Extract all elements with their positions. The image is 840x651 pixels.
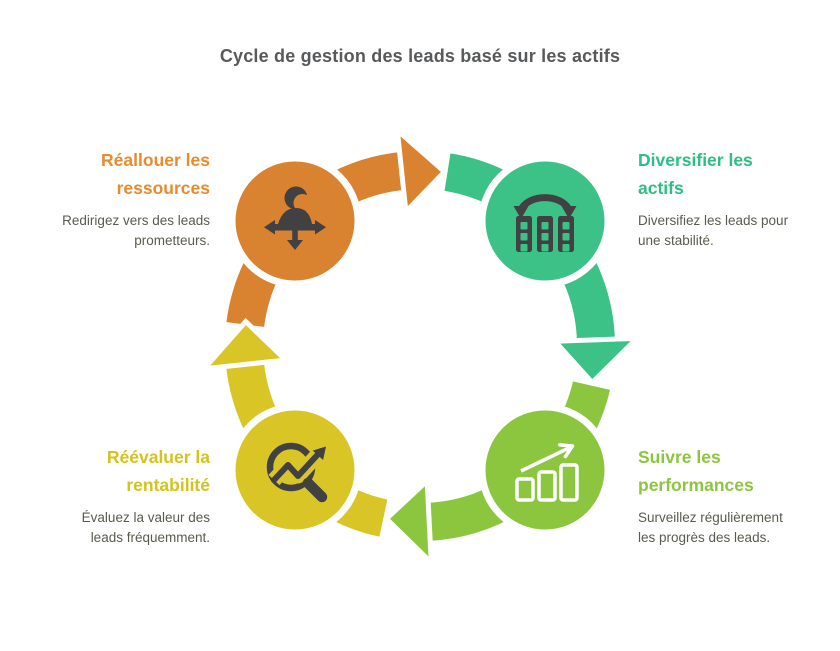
desc-line: une stabilité. <box>638 232 714 248</box>
step-reallocate-text-block: Réallouer les ressources Redirigez vers … <box>18 146 210 250</box>
desc-line: les progrès des leads. <box>638 529 771 545</box>
heading-line: rentabilité <box>126 475 210 495</box>
buildings-swap-icon <box>513 194 577 252</box>
desc-line: Surveillez régulièrement <box>638 510 783 525</box>
resource-allocation-person-icon <box>264 186 326 250</box>
step-description: Redirigez vers des leads prometteurs. <box>18 211 210 250</box>
magnifier-trend-icon <box>266 442 328 503</box>
desc-line: Redirigez vers des leads <box>62 213 210 228</box>
node-performance-circle <box>478 403 612 537</box>
desc-line: Évaluez la valeur des <box>81 510 210 525</box>
step-heading: Diversifier les actifs <box>638 146 830 202</box>
desc-line: prometteurs. <box>134 232 210 248</box>
cycle-arrowheads <box>198 124 644 569</box>
arrowhead-left-up-icon <box>198 317 292 372</box>
desc-line: leads fréquemment. <box>90 529 210 545</box>
step-description: Surveillez régulièrement les progrès des… <box>638 508 830 547</box>
heading-line: ressources <box>116 178 210 198</box>
arrowhead-top-clockwise-icon <box>394 124 449 218</box>
step-reevaluate-text-block: Réévaluer la rentabilité Évaluez la vale… <box>18 443 210 547</box>
step-heading: Suivre les performances <box>638 443 830 499</box>
heading-line: Diversifier les <box>638 150 753 170</box>
building-windows <box>520 222 570 252</box>
bar-chart-growth-icon <box>515 443 579 502</box>
step-diversify-text-block: Diversifier les actifs Diversifiez les l… <box>638 146 830 250</box>
step-description: Diversifiez les leads pour une stabilité… <box>638 211 830 250</box>
heading-line: Suivre les <box>638 447 721 467</box>
desc-line: Diversifiez les leads pour <box>638 213 789 228</box>
heading-line: Réallouer les <box>101 150 210 170</box>
step-heading: Réallouer les ressources <box>18 146 210 202</box>
step-performance-text-block: Suivre les performances Surveillez régul… <box>638 443 830 547</box>
heading-line: Réévaluer la <box>106 447 210 467</box>
page-title: Cycle de gestion des leads basé sur les … <box>219 46 621 66</box>
heading-line: actifs <box>638 178 684 198</box>
arrowhead-right-down-icon <box>549 335 644 387</box>
arrowhead-bottom-left-icon <box>382 475 435 569</box>
step-heading: Réévaluer la rentabilité <box>18 443 210 499</box>
heading-line: performances <box>638 475 754 495</box>
step-description: Évaluez la valeur des leads fréquemment. <box>18 508 210 547</box>
